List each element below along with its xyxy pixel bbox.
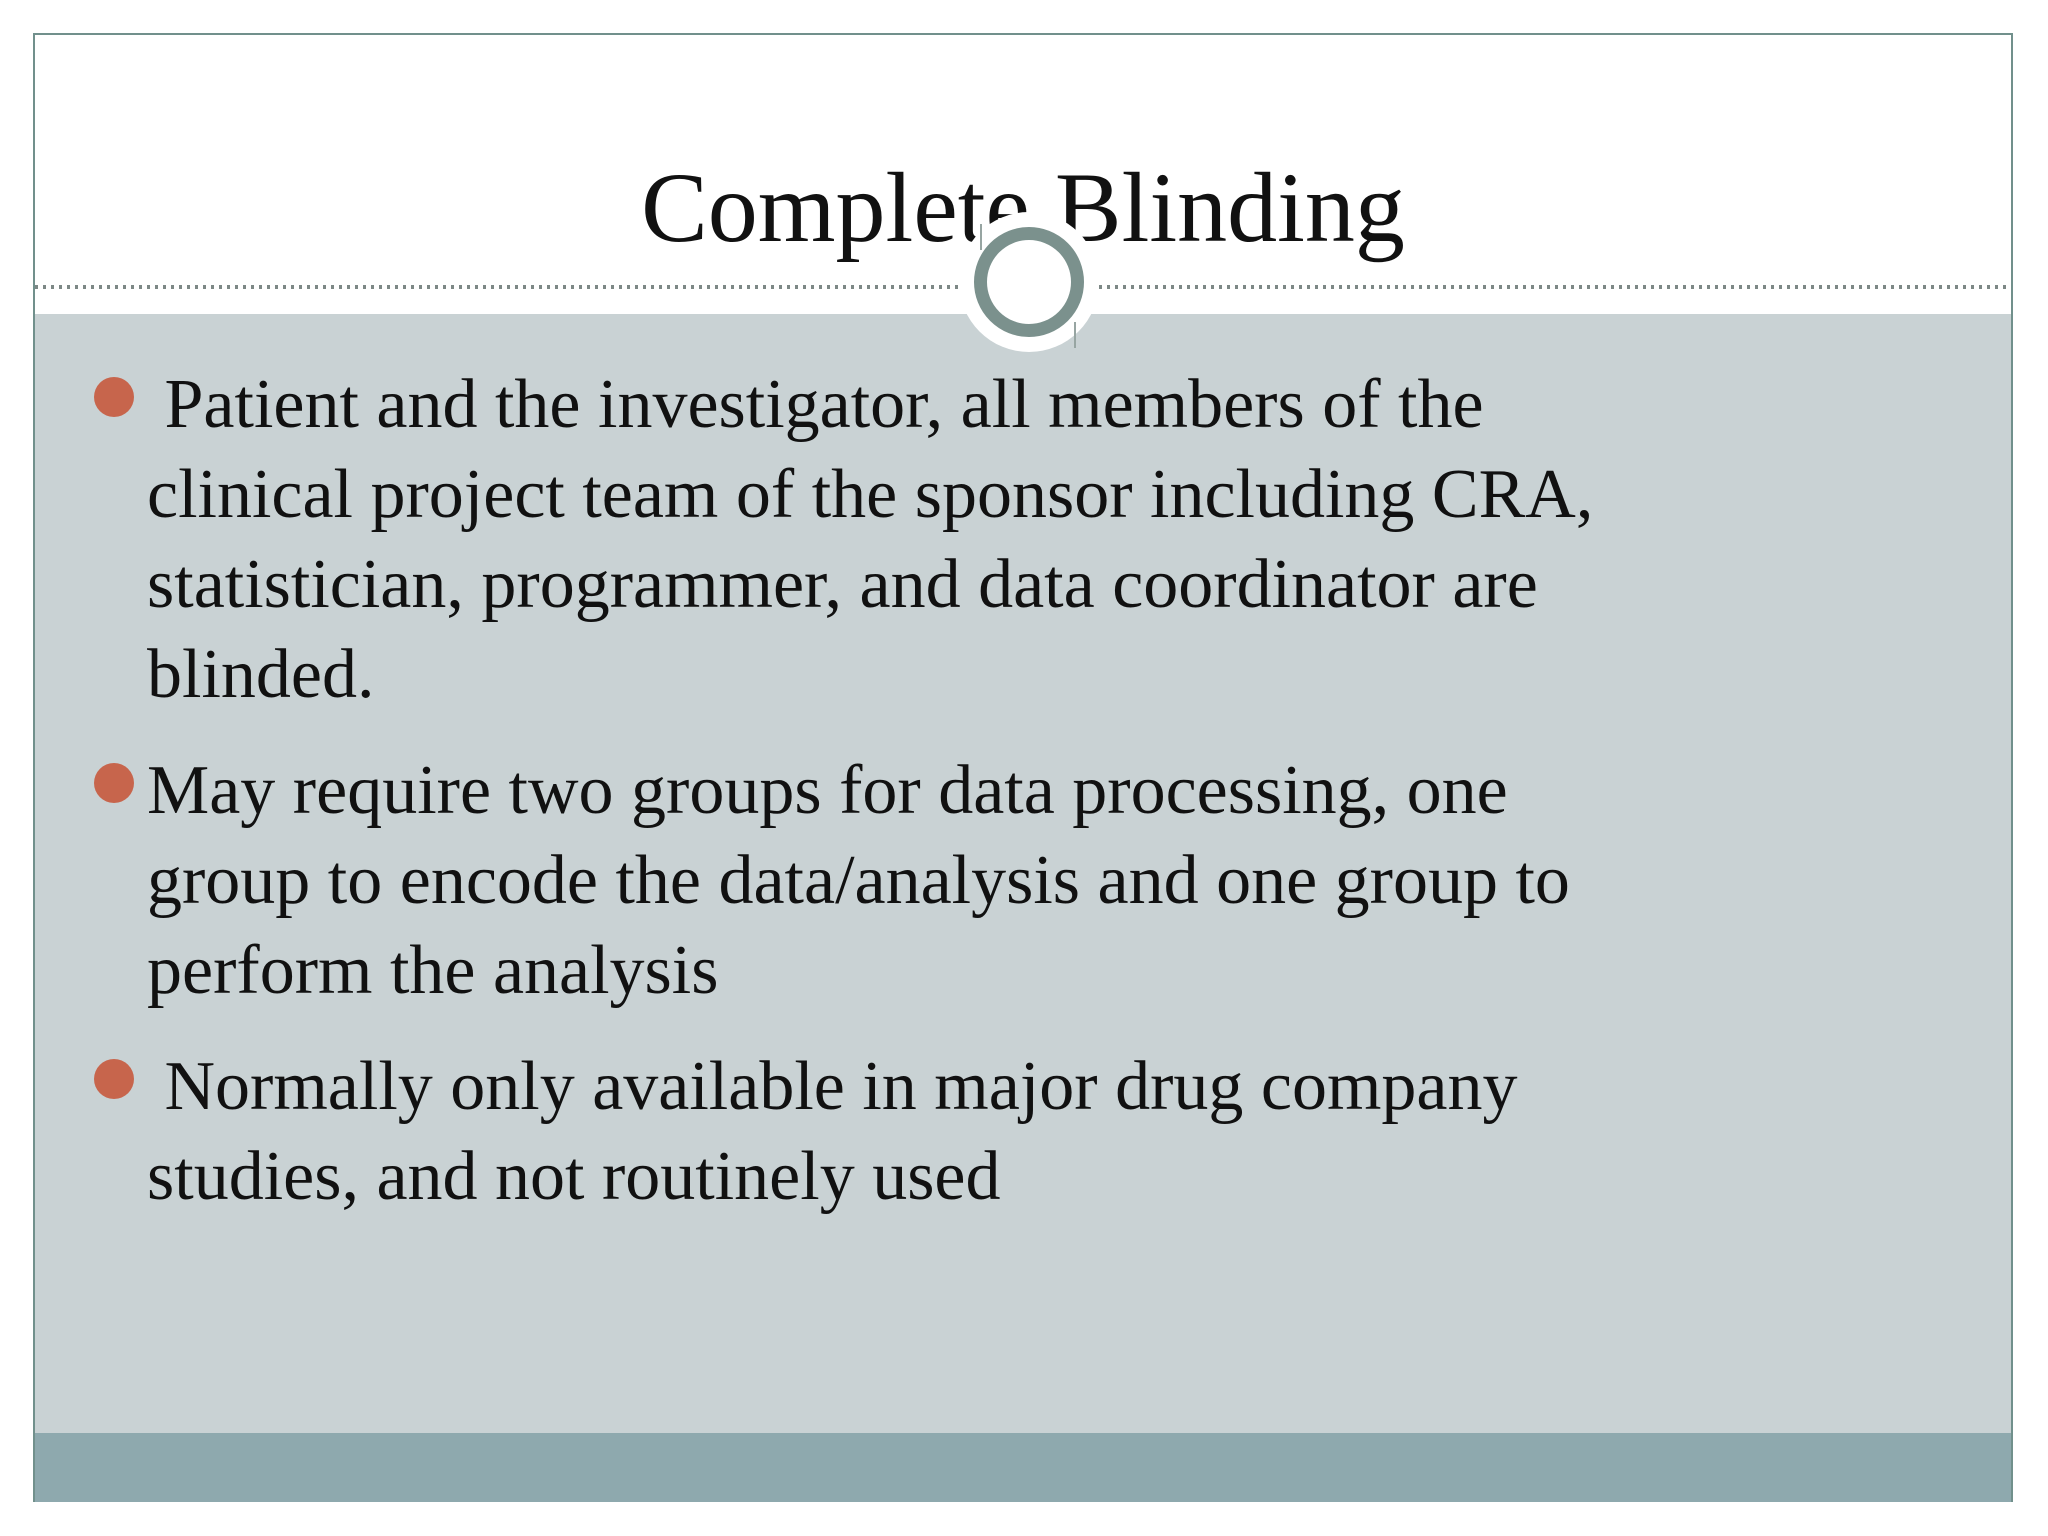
bullet-text: Patient and the investigator, all member…	[147, 366, 1594, 713]
bullet-icon	[94, 377, 134, 417]
footer-bar	[35, 1433, 2011, 1502]
content-area	[35, 314, 2011, 1433]
list-item: May require two groups for data processi…	[94, 746, 1981, 1016]
bullet-text: May require two groups for data processi…	[147, 752, 1570, 1009]
tick-mark-top	[980, 224, 982, 250]
bullet-text: Normally only available in major drug co…	[147, 1048, 1518, 1215]
bullet-icon	[94, 763, 134, 803]
bullet-icon	[94, 1059, 134, 1099]
bullet-list: Patient and the investigator, all member…	[35, 314, 2011, 1222]
slide: Complete Blinding Patient and the invest…	[33, 33, 2013, 1502]
tick-mark-bottom	[1074, 322, 1076, 348]
slide-title: Complete Blinding	[641, 152, 1405, 263]
list-item: Normally only available in major drug co…	[94, 1042, 1981, 1222]
title-area: Complete Blinding	[35, 35, 2011, 281]
list-item: Patient and the investigator, all member…	[94, 360, 1981, 720]
